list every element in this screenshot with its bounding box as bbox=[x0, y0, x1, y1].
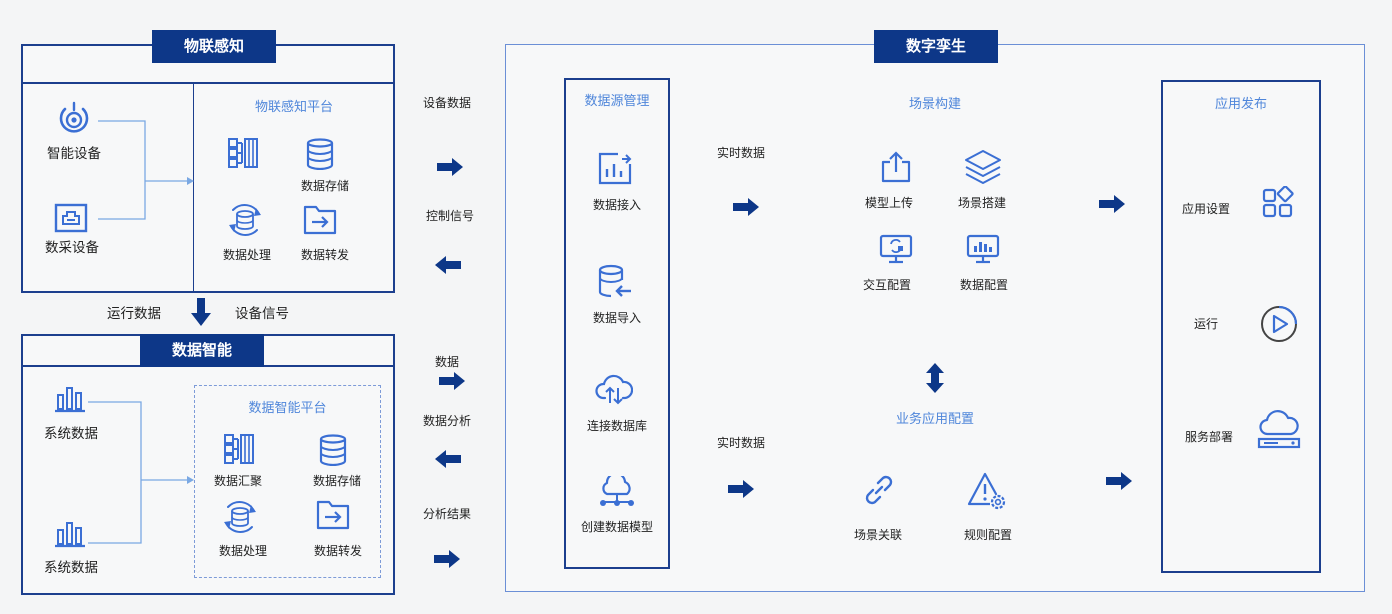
link-icon bbox=[861, 472, 897, 508]
wifi-device-icon bbox=[55, 101, 93, 139]
twin-section bbox=[505, 44, 1365, 592]
bar-chart-icon bbox=[55, 385, 85, 413]
device-label-daq: 数采设备 bbox=[45, 240, 99, 256]
arrow-right-icon bbox=[434, 550, 460, 568]
cloud-network-icon bbox=[598, 476, 636, 510]
iot-platform-frame bbox=[193, 82, 393, 291]
scene-title: 场景构建 bbox=[908, 97, 961, 112]
di-item-storage: 数据存储 bbox=[312, 474, 361, 488]
data-import-icon bbox=[597, 264, 633, 300]
device-label-smart: 智能设备 bbox=[47, 146, 101, 162]
arrow-right-icon bbox=[1106, 472, 1132, 490]
di-connector bbox=[88, 401, 194, 544]
business-scene-link: 场景关联 bbox=[853, 528, 902, 542]
flow-data-analysis: 数据分析 bbox=[422, 414, 471, 428]
folder-forward-icon bbox=[316, 499, 350, 531]
arrow-right-icon bbox=[1099, 195, 1125, 213]
converge-icon bbox=[226, 136, 260, 170]
publish-deploy: 服务部署 bbox=[1184, 430, 1233, 444]
folder-forward-icon bbox=[303, 204, 337, 236]
upload-icon bbox=[878, 150, 914, 184]
di-platform-title: 数据智能平台 bbox=[248, 401, 327, 416]
arrow-left-icon bbox=[435, 450, 461, 468]
realtime-data-label-2: 实时数据 bbox=[716, 436, 765, 450]
scene-data-config: 数据配置 bbox=[959, 278, 1008, 292]
bidirectional-arrow bbox=[926, 363, 944, 393]
datasource-access: 数据接入 bbox=[592, 198, 641, 212]
scene-upload: 模型上传 bbox=[864, 196, 913, 210]
publish-panel bbox=[1161, 80, 1321, 573]
source-label-1: 系统数据 bbox=[44, 426, 98, 442]
data-process-icon bbox=[220, 497, 260, 537]
arrow-left-icon bbox=[435, 256, 461, 274]
database-icon bbox=[318, 434, 348, 466]
publish-title: 应用发布 bbox=[1214, 97, 1267, 112]
iot-connector bbox=[98, 120, 194, 220]
di-item-forward: 数据转发 bbox=[313, 544, 362, 558]
datasource-connect-db: 连接数据库 bbox=[586, 419, 647, 433]
iot-platform-title: 物联感知平台 bbox=[254, 100, 333, 115]
scene-build: 场景搭建 bbox=[957, 196, 1006, 210]
flow-analysis-result: 分析结果 bbox=[422, 507, 471, 521]
play-icon bbox=[1259, 304, 1299, 344]
twin-banner: 数字孪生 bbox=[874, 30, 998, 63]
cloud-sync-icon bbox=[595, 372, 633, 406]
datasource-title: 数据源管理 bbox=[584, 94, 650, 109]
di-item-converge: 数据汇聚 bbox=[213, 474, 262, 488]
run-data-label: 运行数据 bbox=[107, 306, 161, 322]
iot-item-storage: 数据存储 bbox=[300, 179, 349, 193]
realtime-data-label-1: 实时数据 bbox=[716, 146, 765, 160]
layers-icon bbox=[963, 148, 1003, 186]
iot-divider-line bbox=[23, 82, 393, 84]
source-label-2: 系统数据 bbox=[44, 560, 98, 576]
down-arrow bbox=[191, 298, 211, 326]
device-signal-label: 设备信号 bbox=[235, 306, 289, 322]
monitor-sync-icon bbox=[878, 233, 914, 265]
iot-banner: 物联感知 bbox=[152, 30, 276, 63]
monitor-chart-icon bbox=[965, 233, 1001, 265]
arrow-right-icon bbox=[439, 372, 465, 390]
daq-device-icon bbox=[54, 203, 88, 233]
datasource-panel bbox=[564, 78, 670, 569]
arrow-right-icon bbox=[733, 198, 759, 216]
arrow-right-icon bbox=[437, 158, 463, 176]
datasource-create-model: 创建数据模型 bbox=[580, 520, 653, 534]
bar-chart-icon bbox=[55, 520, 85, 548]
database-icon bbox=[305, 138, 335, 170]
scene-interaction: 交互配置 bbox=[862, 278, 911, 292]
data-process-icon bbox=[225, 200, 265, 240]
iot-section bbox=[21, 44, 395, 293]
flow-control-signal: 控制信号 bbox=[425, 209, 474, 223]
di-platform-frame bbox=[194, 385, 381, 578]
apps-icon bbox=[1261, 186, 1295, 220]
flow-device-data: 设备数据 bbox=[422, 96, 471, 110]
business-title: 业务应用配置 bbox=[895, 412, 974, 427]
iot-item-process: 数据处理 bbox=[222, 248, 271, 262]
iot-item-forward: 数据转发 bbox=[300, 248, 349, 262]
cloud-server-icon bbox=[1256, 408, 1302, 450]
publish-run: 运行 bbox=[1193, 317, 1218, 331]
flow-data: 数据 bbox=[434, 355, 459, 369]
datasource-import: 数据导入 bbox=[592, 311, 641, 325]
data-access-icon bbox=[596, 150, 634, 186]
arrow-right-icon bbox=[728, 480, 754, 498]
publish-app-settings: 应用设置 bbox=[1181, 202, 1230, 216]
di-banner: 数据智能 bbox=[140, 334, 264, 367]
di-item-process: 数据处理 bbox=[218, 544, 267, 558]
business-rule-config: 规则配置 bbox=[963, 528, 1012, 542]
converge-icon bbox=[222, 432, 256, 466]
warning-gear-icon bbox=[966, 470, 1008, 512]
